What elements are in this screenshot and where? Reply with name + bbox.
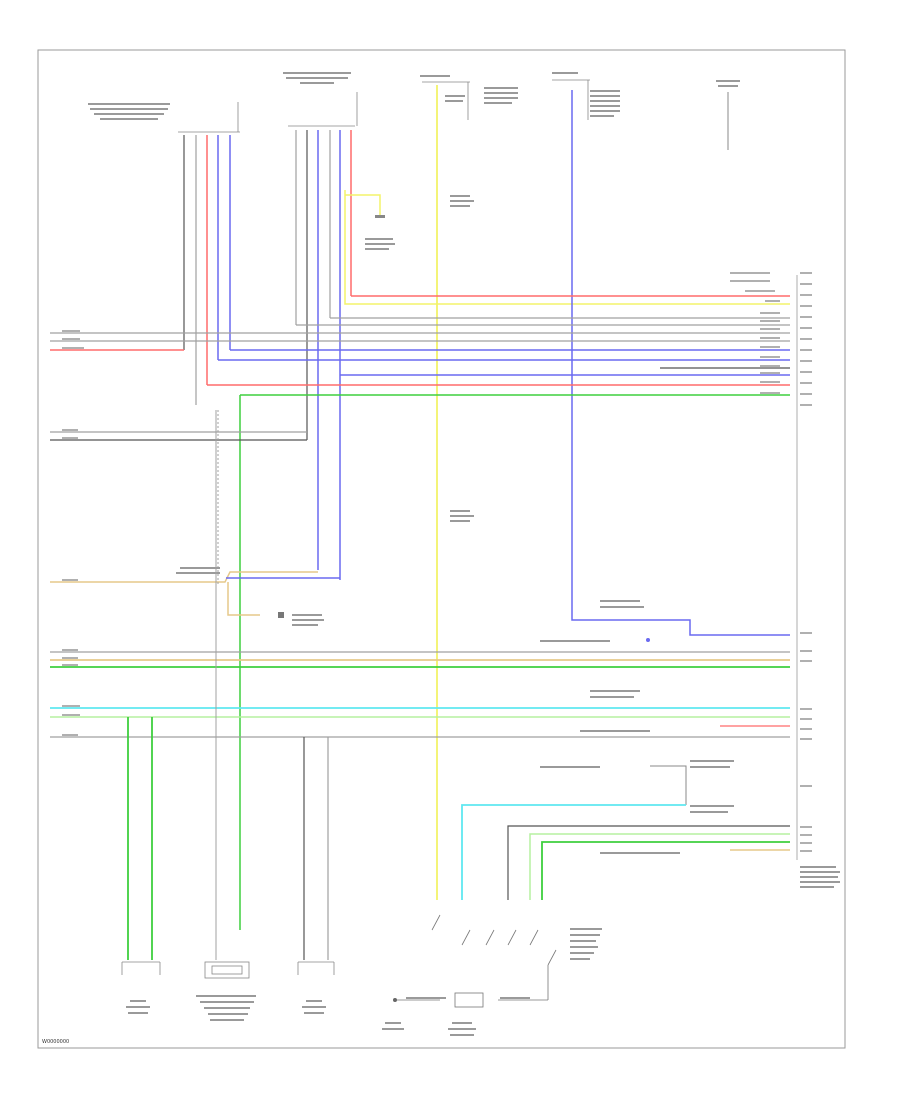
splice-label-center-upper [450, 195, 474, 207]
switch-assembly [395, 914, 557, 1008]
module-label [800, 866, 840, 888]
component-label-left-top [88, 103, 170, 120]
wire [650, 765, 687, 805]
connector-dot [393, 998, 397, 1002]
wire [461, 804, 686, 900]
ground-label-top-right [716, 80, 740, 87]
component-label-switch [406, 928, 602, 999]
component-label-shield [176, 567, 220, 574]
component-label-center-left-top [283, 72, 351, 84]
sensor-center-left [204, 961, 250, 979]
wire [571, 90, 790, 636]
left-wire-labels [62, 330, 84, 736]
sensor-left [121, 961, 161, 975]
wire [529, 833, 790, 900]
component-label-right-top [552, 72, 620, 117]
connector-top-center-left [288, 92, 358, 127]
component-label-ground-center [365, 238, 395, 250]
component-label-shift-lock-3 [540, 760, 734, 854]
component-label-sensor-center-left [196, 995, 256, 1021]
diagram-frame [37, 49, 846, 1049]
figure-id: W0000000 [42, 1039, 69, 1045]
component-label-center-top [420, 75, 518, 104]
wire [541, 841, 790, 900]
module-pin-labels [730, 272, 812, 852]
wire [227, 582, 260, 616]
wire [507, 825, 790, 900]
component-label-bottom-center [382, 1022, 476, 1036]
component-label-shield-ground [292, 614, 324, 626]
wire [345, 194, 381, 215]
connector-top-center [422, 81, 470, 120]
connector-top-left [178, 102, 240, 133]
sensor-center [297, 961, 335, 975]
splice-label-center-lower [450, 510, 474, 522]
wire [344, 190, 790, 305]
component-label-sensor-center [302, 1000, 326, 1014]
wire [50, 571, 318, 583]
connector-dot [646, 638, 650, 642]
connector-top-right [552, 79, 590, 120]
component-label-shift-lock-1 [540, 600, 644, 642]
component-label-shift-lock-2 [580, 690, 650, 732]
ground-symbol [278, 612, 284, 618]
component-label-sensor-left [126, 1000, 150, 1014]
ground-symbol [375, 215, 385, 218]
